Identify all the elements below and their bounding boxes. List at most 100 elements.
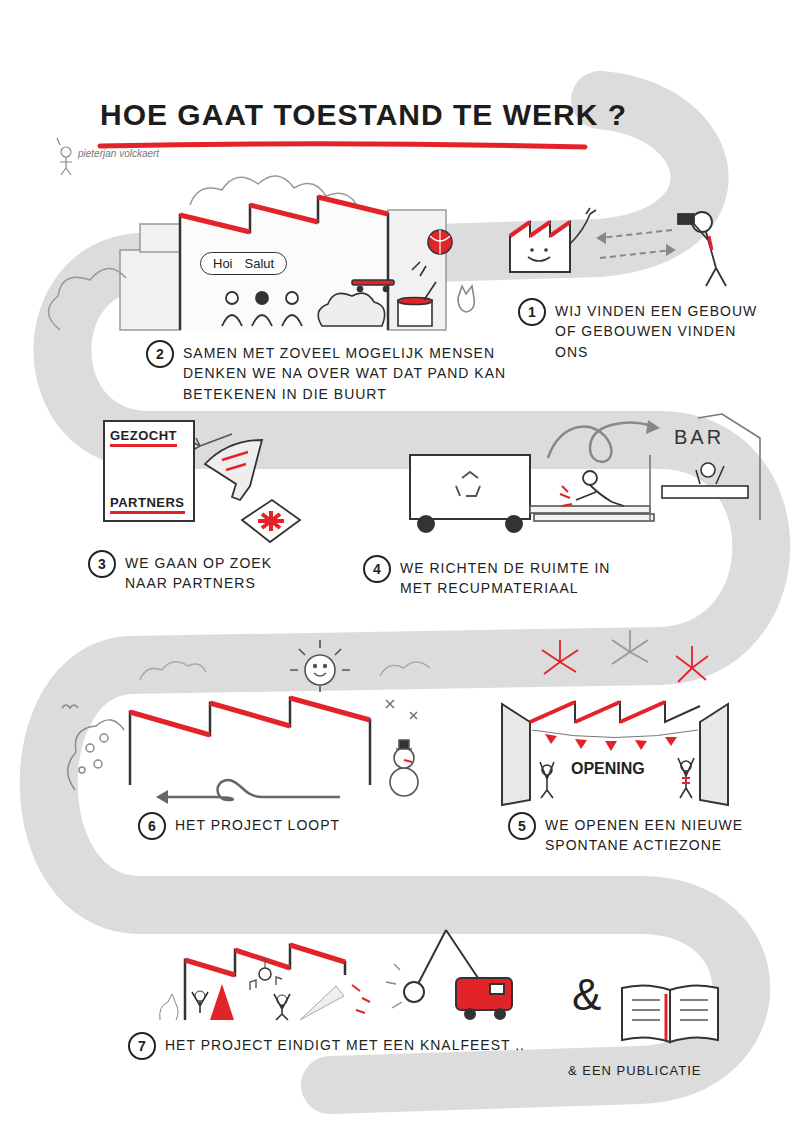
smiling-factory-part [528, 257, 550, 261]
people-part [222, 315, 302, 326]
cheering-figures-part [682, 778, 690, 783]
running-factory-part [130, 698, 370, 785]
sun-part [324, 665, 327, 668]
cloud-and-play-part [412, 262, 426, 276]
title-underline [100, 144, 585, 147]
city-background-part [140, 224, 180, 252]
bar-building-part [696, 466, 724, 484]
greeting: Salut [245, 256, 275, 271]
dashed-arrows [600, 230, 672, 258]
flower-bush-part [100, 734, 108, 742]
funnel [205, 440, 262, 500]
curved-arrow-part [548, 423, 652, 462]
flower-bush-part [62, 705, 78, 708]
curved-arrow [548, 420, 660, 462]
recycle-truck-part [418, 516, 434, 532]
step-description: HET PROJECT EINDIGT MET EEN KNALFEEST .. [165, 1032, 565, 1055]
cheering-figures [540, 758, 694, 798]
step-description: WE RICHTEN DE RUIMTE IN MET RECUPMATERIA… [400, 555, 642, 599]
loop-arrow-part [156, 790, 168, 804]
cloud-and-play-part [352, 280, 394, 285]
step-number: 5 [508, 812, 536, 840]
people-part [256, 292, 268, 304]
arrow-heads-part [596, 232, 606, 244]
flower-bush-part [79, 767, 85, 773]
city-background-part [120, 250, 180, 330]
loop-arrow-part [164, 780, 340, 800]
winding-road [49, 100, 762, 1085]
step-description: HET PROJECT LOOPT [175, 812, 435, 835]
sun-part [314, 665, 317, 668]
smiling-factory [510, 208, 596, 272]
step-item: 5WE OPENEN EEN NIEUWE SPONTANE ACTIEZONE [508, 812, 770, 856]
party-factory-part [192, 992, 208, 1013]
planks [530, 506, 654, 521]
bar-building-part [701, 463, 715, 477]
fireworks-part [676, 646, 708, 682]
smiling-factory-part [530, 248, 534, 252]
sawing-person-part [583, 471, 597, 485]
big-factory [180, 197, 388, 330]
fireworks-part [542, 640, 578, 674]
cloud-and-play [318, 230, 474, 326]
binocular-person-part [678, 214, 694, 224]
loop-arrow [156, 780, 340, 804]
wanted-poster: GEZOCHTPARTNERS [103, 420, 195, 522]
step-number: 7 [128, 1032, 156, 1060]
wrecking-crane-part [490, 984, 504, 994]
opening-gate-part [530, 702, 665, 722]
clouds-part [380, 662, 430, 676]
snowman [386, 700, 418, 796]
arrow-heads-part [666, 244, 676, 256]
cloud-and-play-part [430, 230, 450, 254]
clouds-part [140, 662, 206, 680]
cheering-figures-part [678, 758, 694, 798]
step-item: 4 WE RICHTEN DE RUIMTE IN MET RECUPMATERI… [363, 555, 645, 599]
recycle-truck-part [456, 472, 480, 496]
step-number: 4 [363, 555, 391, 583]
funnel-part [205, 440, 262, 500]
wrecking-crane-part [404, 982, 424, 1002]
opening-gate [502, 702, 728, 805]
binocular-person-part [709, 236, 712, 250]
wrecking-crane-part [418, 930, 478, 984]
planks-part [534, 514, 654, 521]
smiling-factory-part [510, 222, 570, 272]
recycle-truck-part [410, 455, 530, 519]
bar-building [650, 414, 760, 520]
opening-gate-part [502, 704, 530, 805]
puzzle-piece [242, 500, 300, 542]
author-doodle-part [61, 147, 71, 157]
cloud-and-play-part [358, 287, 363, 292]
cloud-and-play-part [424, 282, 436, 300]
party-factory-part [264, 958, 265, 968]
step-item: 3WE GAAN OP ZOEK NAAR PARTNERS [88, 550, 298, 594]
wrecking-crane-part [456, 978, 512, 1010]
people-part [226, 292, 238, 304]
flower-bush-part [68, 720, 124, 790]
author-doodle-part [57, 138, 72, 175]
binocular-person [678, 212, 726, 286]
party-factory-part [250, 977, 282, 990]
planks-part [530, 506, 650, 513]
step-number: 1 [518, 298, 546, 326]
step-item: 2SAMEN MET ZOVEEL MOGELIJK MENSEN DENKEN… [146, 340, 548, 404]
running-factory [130, 698, 370, 785]
big-factory-part [180, 197, 388, 232]
party-factory-part [185, 945, 345, 1020]
party-factory [160, 945, 370, 1020]
sawing-person-part [560, 486, 572, 506]
cloud-and-play-part [428, 230, 452, 254]
step-item: 1WIJ VINDEN EEN GEBOUW OF GEBOUWEN VINDE… [518, 298, 770, 362]
opening-sign: OPENING [568, 760, 648, 778]
poster-text: PARTNERS [110, 495, 185, 514]
snowman-part [404, 760, 412, 762]
sun [290, 640, 350, 692]
step-item: 7 HET PROJECT EINDIGT MET EEN KNALFEEST .… [128, 1032, 568, 1060]
party-factory-part [259, 968, 271, 980]
puzzle-piece-part [258, 511, 284, 531]
opening-gate-part [530, 702, 700, 800]
wrecking-crane-part [495, 1009, 505, 1019]
funnel-part [222, 452, 248, 470]
